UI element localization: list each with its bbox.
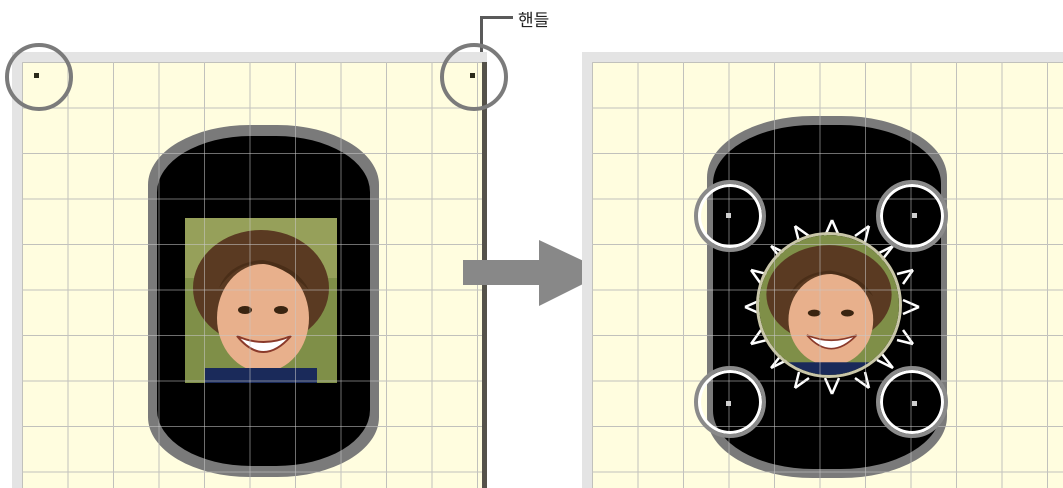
- handle-square-icon[interactable]: [912, 401, 917, 406]
- handle-square-icon[interactable]: [470, 73, 475, 78]
- handle-ring-top-right: [440, 43, 508, 111]
- right-arrow-icon: [459, 238, 609, 312]
- handle-ring-lower-right: [876, 366, 948, 438]
- handle-ring-upper-right: [876, 180, 948, 252]
- handle-ring-top-left: [5, 43, 73, 111]
- callout-leader-vertical: [480, 16, 483, 56]
- callout-leader-horizontal: [480, 16, 513, 19]
- child-photo[interactable]: [185, 218, 337, 383]
- handle-ring-lower-left: [694, 366, 766, 438]
- handle-square-icon[interactable]: [726, 213, 731, 218]
- handle-square-icon[interactable]: [726, 401, 731, 406]
- child-photo-circular[interactable]: [756, 232, 902, 378]
- handle-square-icon[interactable]: [912, 213, 917, 218]
- handle-callout-label: 핸들: [518, 11, 550, 31]
- canvas-before[interactable]: [12, 52, 487, 488]
- canvas-after[interactable]: [582, 52, 1063, 488]
- handle-square-icon[interactable]: [34, 73, 39, 78]
- handle-ring-upper-left: [694, 180, 766, 252]
